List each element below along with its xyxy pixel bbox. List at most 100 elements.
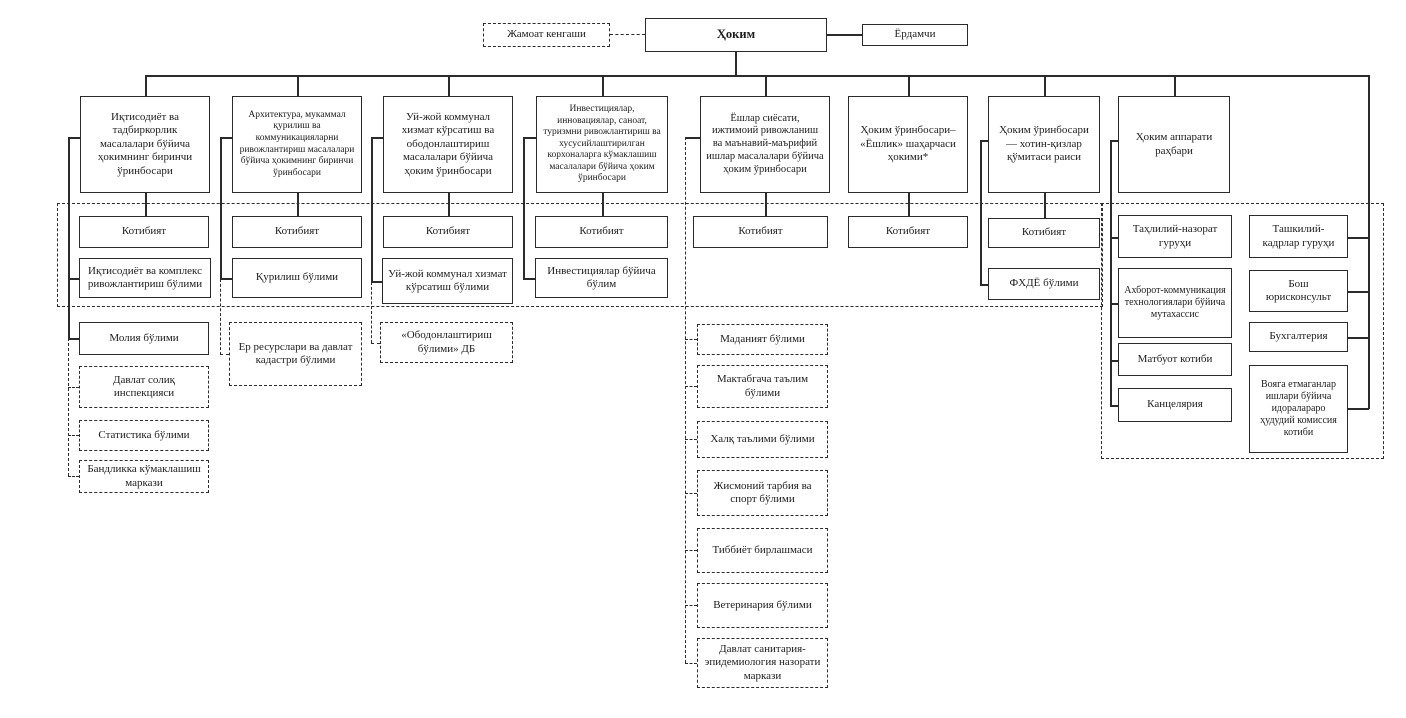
connector-dashed xyxy=(610,34,645,35)
box-statistics-dept: Статистика бўлими xyxy=(79,420,209,451)
box-deputy-architecture: Архитектура, мукаммал қурилиш ва коммуни… xyxy=(232,96,362,193)
box-label: Ҳоким ўринбосари — хотин-қизлар қўмитаси… xyxy=(999,124,1089,164)
box-ict-specialist: Ахборот-коммуникация технологиялари бўйи… xyxy=(1118,268,1232,338)
connector xyxy=(523,278,535,280)
connector xyxy=(1348,337,1369,339)
box-tax-inspection: Давлат солиқ инспекцияси xyxy=(79,366,209,408)
connector-dashed xyxy=(685,550,697,551)
box-label: Тиббиёт бирлашмаси xyxy=(712,543,813,556)
box-label: Жисмоний тарбия ва спорт бўлими xyxy=(713,479,812,505)
connector xyxy=(523,137,536,139)
secretariat-region xyxy=(57,203,1103,307)
connector xyxy=(980,140,982,285)
box-label: Ҳоким xyxy=(716,27,756,42)
box-label: Мактабгача таълим бўлими xyxy=(716,373,809,399)
connector xyxy=(1174,75,1176,97)
box-label: Котибият xyxy=(425,225,471,238)
connector-dashed xyxy=(68,338,69,476)
connector xyxy=(448,75,450,96)
box-construction-dept: Қурилиш бўлими xyxy=(232,258,362,298)
box-label: Архитектура, мукаммал қурилиш ва коммуни… xyxy=(239,109,355,178)
connector xyxy=(297,193,299,216)
connector xyxy=(68,137,70,339)
box-label: «Ободонлаштириш бўлими» ДБ xyxy=(401,329,492,355)
connector xyxy=(371,137,383,139)
box-label: Уй-жой коммунал хизмат кўрсатиш бўлими xyxy=(388,267,507,293)
connector xyxy=(1044,75,1046,97)
connector xyxy=(735,52,737,75)
box-label: Давлат санитария-эпидемиология назорати … xyxy=(704,642,821,682)
connector xyxy=(980,284,988,286)
connector xyxy=(145,75,147,96)
connector xyxy=(1110,303,1118,305)
connector-dashed xyxy=(685,137,686,663)
box-label: Иқтисодиёт ва комплекс ривожлантириш бўл… xyxy=(87,264,203,290)
box-secretariat-5: Котибият xyxy=(693,216,828,248)
connector xyxy=(1348,408,1369,410)
connector xyxy=(220,137,232,139)
box-label: Котибият xyxy=(121,225,167,238)
box-label: Ахборот-коммуникация технологиялари бўйи… xyxy=(1124,284,1226,321)
box-fhdyo-dept: ФХДЁ бўлими xyxy=(988,268,1100,300)
box-press-secretary: Матбуот котиби xyxy=(1118,343,1232,376)
box-deputy-investments: Инвестициялар, инновациялар, саноат, тур… xyxy=(536,96,668,193)
box-secretariat-2: Котибият xyxy=(232,216,362,248)
box-label: Котибият xyxy=(1021,226,1067,239)
box-secretariat-3: Котибият xyxy=(383,216,513,248)
connector xyxy=(220,278,232,280)
box-employment-center: Бандликка кўмаклашиш маркази xyxy=(79,460,209,493)
box-label: Ташкилий-кадрлар гуруҳи xyxy=(1262,223,1335,249)
box-label: Бандликка кўмаклашиш маркази xyxy=(87,463,201,489)
connector-dashed xyxy=(371,343,380,344)
box-sanitary-epidemiology-center: Давлат санитария-эпидемиология назорати … xyxy=(697,638,828,688)
connector xyxy=(765,75,767,96)
box-finance-dept: Молия бўлими xyxy=(79,322,209,355)
box-label: Таҳлилий-назорат гуруҳи xyxy=(1132,223,1218,249)
box-label: Ҳоким ўринбосари– «Ёшлик» шаҳарчаси ҳоки… xyxy=(860,124,956,164)
box-label: Бухгалтерия xyxy=(1269,330,1328,343)
box-label: Ёшлар сиёсати, ижтимоий ривожланиш ва ма… xyxy=(706,112,824,175)
connector xyxy=(827,34,862,36)
box-culture-dept: Маданият бўлими xyxy=(697,324,828,355)
box-label: Жамоат кенгаши xyxy=(507,28,586,41)
box-communal-services-dept: Уй-жой коммунал хизмат кўрсатиш бўлими xyxy=(382,258,513,304)
box-hokim: Ҳоким xyxy=(645,18,827,52)
connector xyxy=(602,75,604,96)
connector xyxy=(765,193,767,216)
box-label: Қурилиш бўлими xyxy=(255,271,339,284)
box-veterinary-dept: Ветеринария бўлими xyxy=(697,583,828,628)
box-investments-dept: Инвестициялар бўйича бўлим xyxy=(535,258,668,298)
connector-dashed xyxy=(685,339,697,340)
box-label: Канцелярия xyxy=(1147,398,1203,411)
box-deputy-women-committee: Ҳоким ўринбосари — хотин-қизлар қўмитаси… xyxy=(988,96,1100,193)
box-label: Котибият xyxy=(885,225,931,238)
box-minors-commission-secretary: Вояга етмаганлар ишлари бўйича идоралара… xyxy=(1249,365,1348,453)
box-landscaping-db: «Ободонлаштириш бўлими» ДБ xyxy=(380,322,513,363)
connector-dashed xyxy=(685,493,697,494)
box-label: Матбуот котиби xyxy=(1137,352,1213,365)
box-secretariat-1: Котибият xyxy=(79,216,209,248)
box-label: Котибият xyxy=(738,225,783,238)
box-secretariat-6: Котибият xyxy=(848,216,968,248)
box-land-resources-dept: Ер ресурслари ва давлат кадастри бўлими xyxy=(229,322,362,386)
box-public-education-dept: Халқ таълими бўлими xyxy=(697,421,828,458)
box-label: Молия бўлими xyxy=(109,331,179,344)
connector xyxy=(1348,291,1369,293)
box-label: ФХДЁ бўлими xyxy=(1009,277,1079,290)
box-label: Инвестициялар, инновациялар, саноат, тур… xyxy=(543,103,661,184)
box-label: Вояга етмаганлар ишлари бўйича идоралара… xyxy=(1260,378,1337,439)
connector-dashed xyxy=(220,279,221,355)
box-sports-dept: Жисмоний тарбия ва спорт бўлими xyxy=(697,470,828,516)
box-medical-association: Тиббиёт бирлашмаси xyxy=(697,528,828,573)
connector-dashed xyxy=(685,386,697,387)
box-label: Инвестициялар бўйича бўлим xyxy=(547,264,656,290)
box-chief-legal-counsel: Бош юрисконсульт xyxy=(1249,270,1348,312)
connector xyxy=(220,137,222,279)
box-label: Маданият бўлими xyxy=(720,332,805,345)
box-label: Котибият xyxy=(274,225,320,238)
connector xyxy=(1110,140,1118,142)
connector-dashed xyxy=(685,605,697,606)
box-secretariat-4: Котибият xyxy=(535,216,668,248)
connector-dashed xyxy=(371,282,372,343)
connector xyxy=(1348,237,1369,239)
